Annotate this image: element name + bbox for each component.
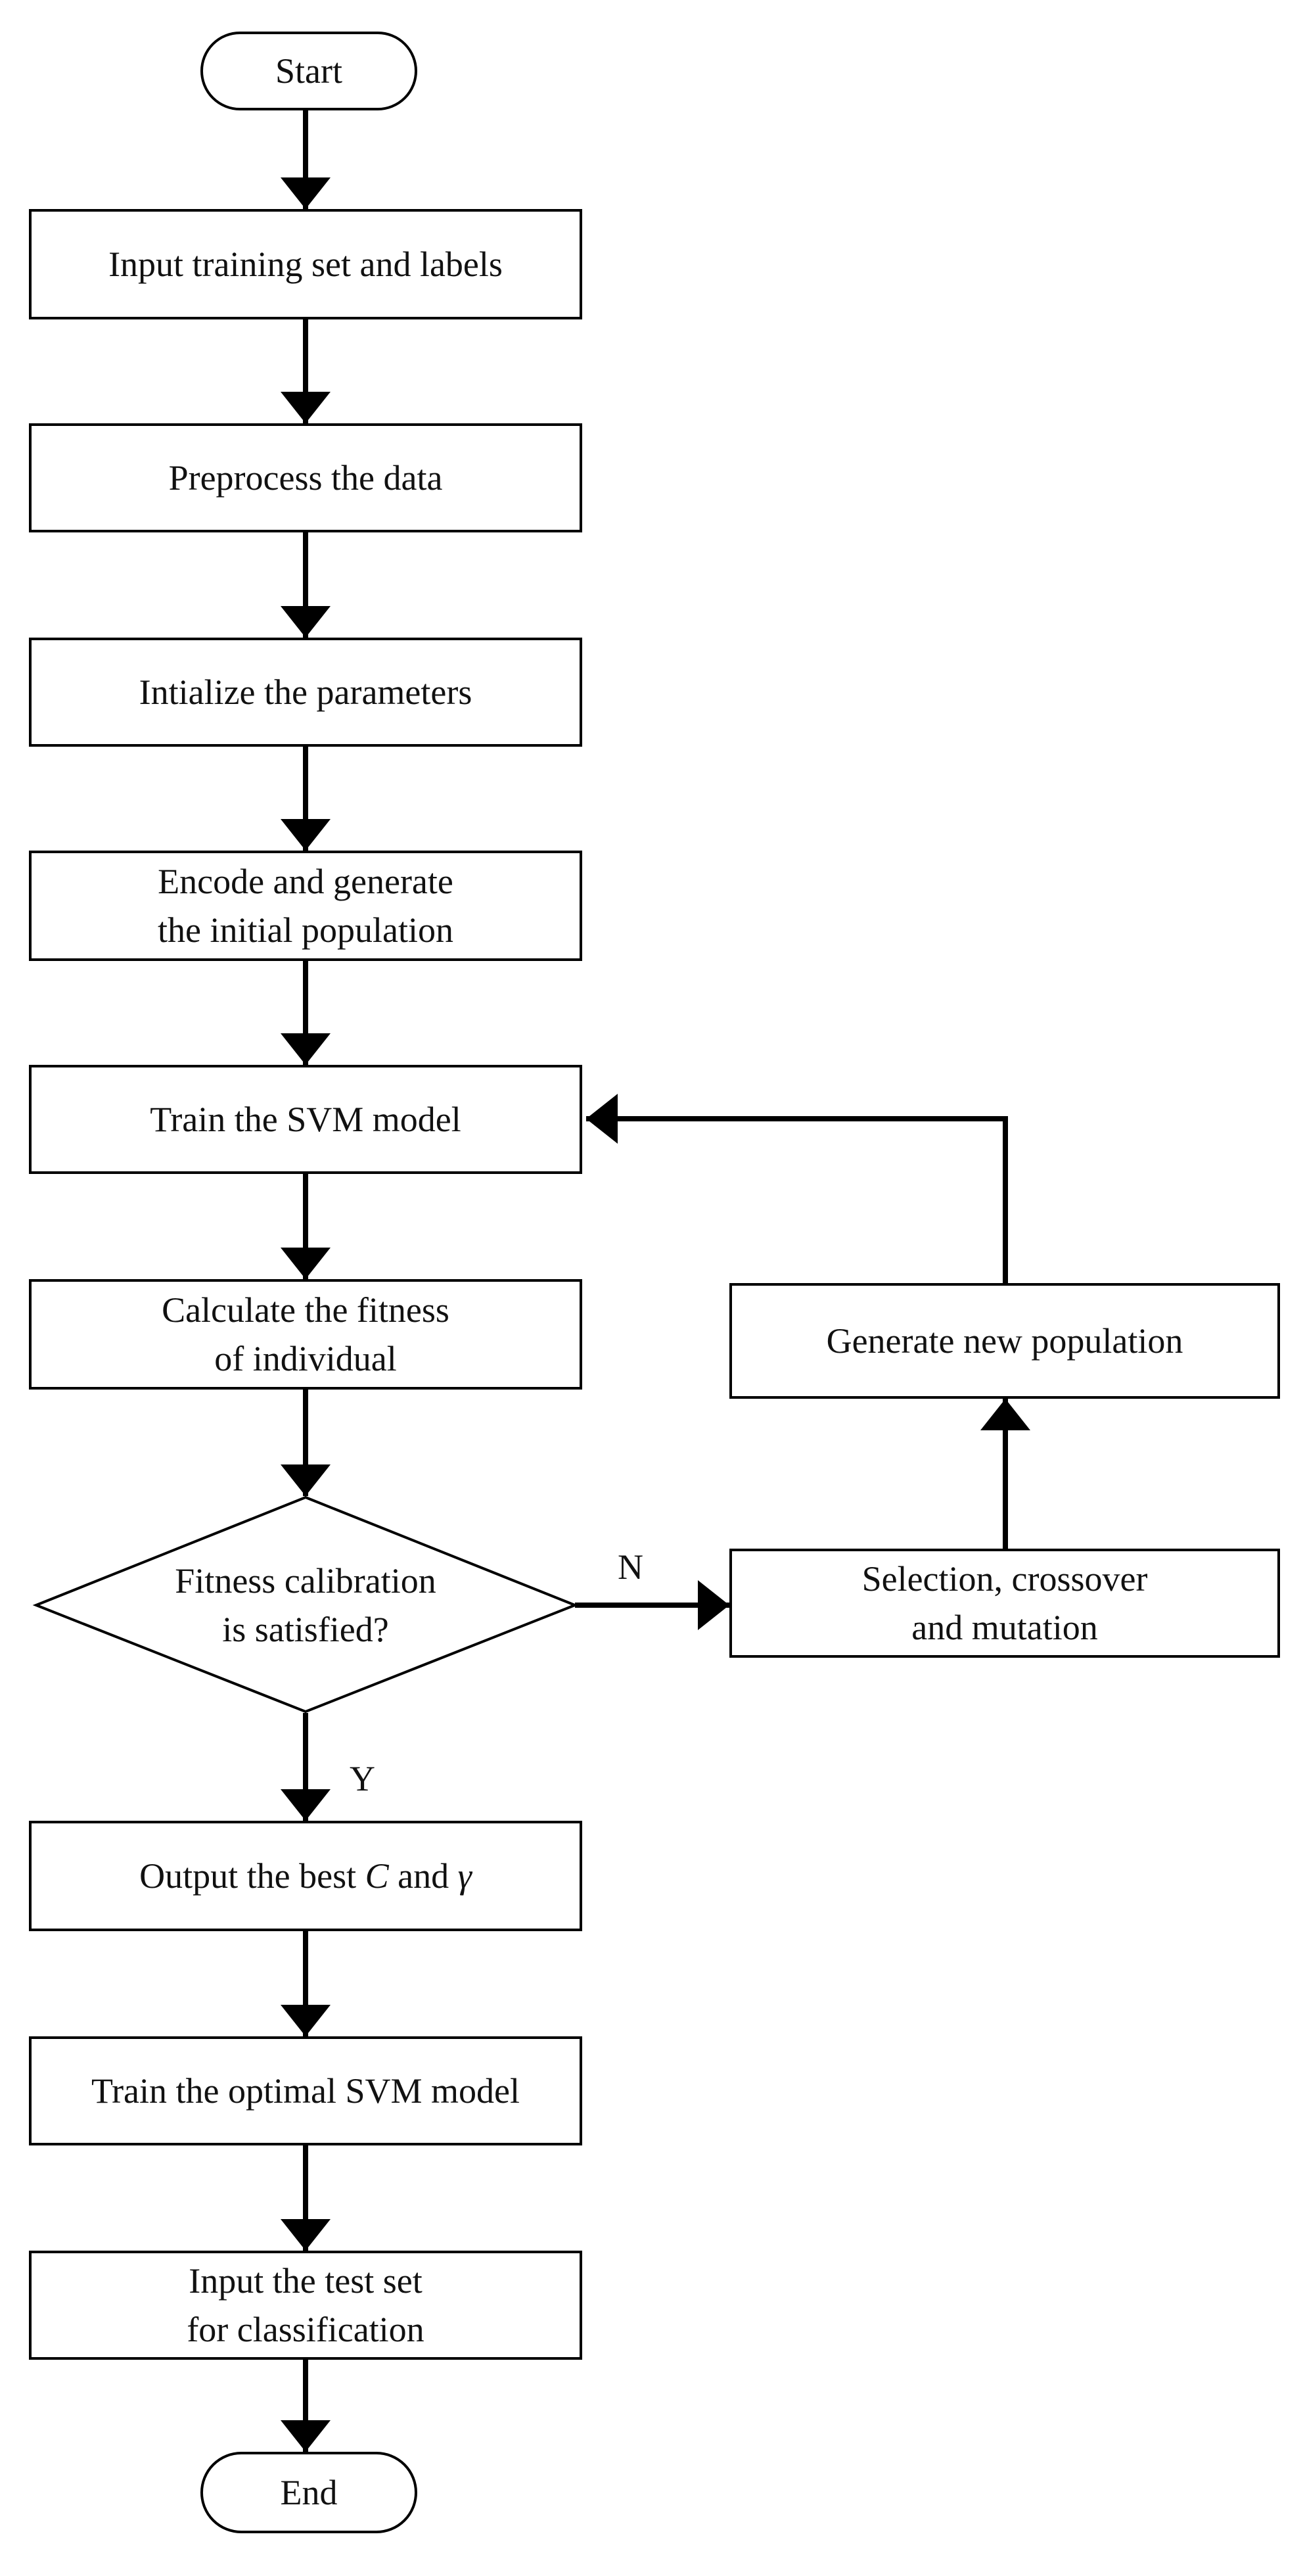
preprocess-label: Preprocess the data — [168, 458, 443, 498]
encode-box: Encode and generate the initial populati… — [29, 851, 582, 961]
selection-label-line-2: and mutation — [911, 1608, 1098, 1647]
output-best-box: Output the best C and γ — [29, 1821, 582, 1931]
output-best-symbol-c: C — [365, 1856, 389, 1896]
input-test-label-line-2: for classification — [187, 2310, 424, 2349]
generate-box: Generate new population — [729, 1283, 1280, 1399]
output-best-label: Output the best C and γ — [139, 1852, 472, 1900]
generate-label: Generate new population — [826, 1321, 1183, 1361]
edge-label-no: N — [618, 1547, 643, 1587]
selection-label-line-1: Selection, crossover — [861, 1559, 1148, 1599]
train-optimal-box: Train the optimal SVM model — [29, 2036, 582, 2145]
input-training-label: Input training set and labels — [108, 245, 503, 284]
end-label: End — [280, 2473, 338, 2512]
fitness-label-line-2: of individual — [214, 1339, 397, 1378]
train-optimal-label: Train the optimal SVM model — [91, 2071, 520, 2111]
output-best-and: and — [388, 1856, 458, 1896]
start-terminal: Start — [200, 32, 417, 110]
decision-label-line-2: is satisfied? — [222, 1610, 389, 1649]
decision-diamond-shape — [32, 1495, 579, 1714]
connector-group — [281, 110, 1030, 2452]
input-test-box: Input the test set for classification — [29, 2251, 582, 2360]
input-training-box: Input training set and labels — [29, 209, 582, 319]
output-best-prefix: Output the best — [139, 1856, 365, 1896]
fitness-box: Calculate the fitness of individual — [29, 1279, 582, 1390]
selection-box: Selection, crossover and mutation — [729, 1549, 1280, 1658]
encode-label-line-1: Encode and generate — [158, 862, 453, 901]
output-best-symbol-gamma: γ — [457, 1856, 472, 1896]
edge-label-yes: Y — [350, 1759, 375, 1798]
decision-node: Fitness calibration is satisfied? — [135, 1553, 476, 1658]
train-svm-label: Train the SVM model — [150, 1100, 461, 1139]
start-label: Start — [275, 51, 342, 91]
train-svm-box: Train the SVM model — [29, 1065, 582, 1174]
edge-generate-loop-to-train-svm — [586, 1094, 1008, 1283]
fitness-label-line-1: Calculate the fitness — [162, 1290, 449, 1330]
encode-label-line-2: the initial population — [158, 910, 453, 950]
decision-label-line-1: Fitness calibration — [175, 1561, 436, 1601]
input-test-label-line-1: Input the test set — [189, 2261, 423, 2301]
initialize-label: Intialize the parameters — [139, 672, 472, 712]
preprocess-box: Preprocess the data — [29, 423, 582, 532]
initialize-box: Intialize the parameters — [29, 638, 582, 747]
end-terminal: End — [200, 2452, 417, 2533]
